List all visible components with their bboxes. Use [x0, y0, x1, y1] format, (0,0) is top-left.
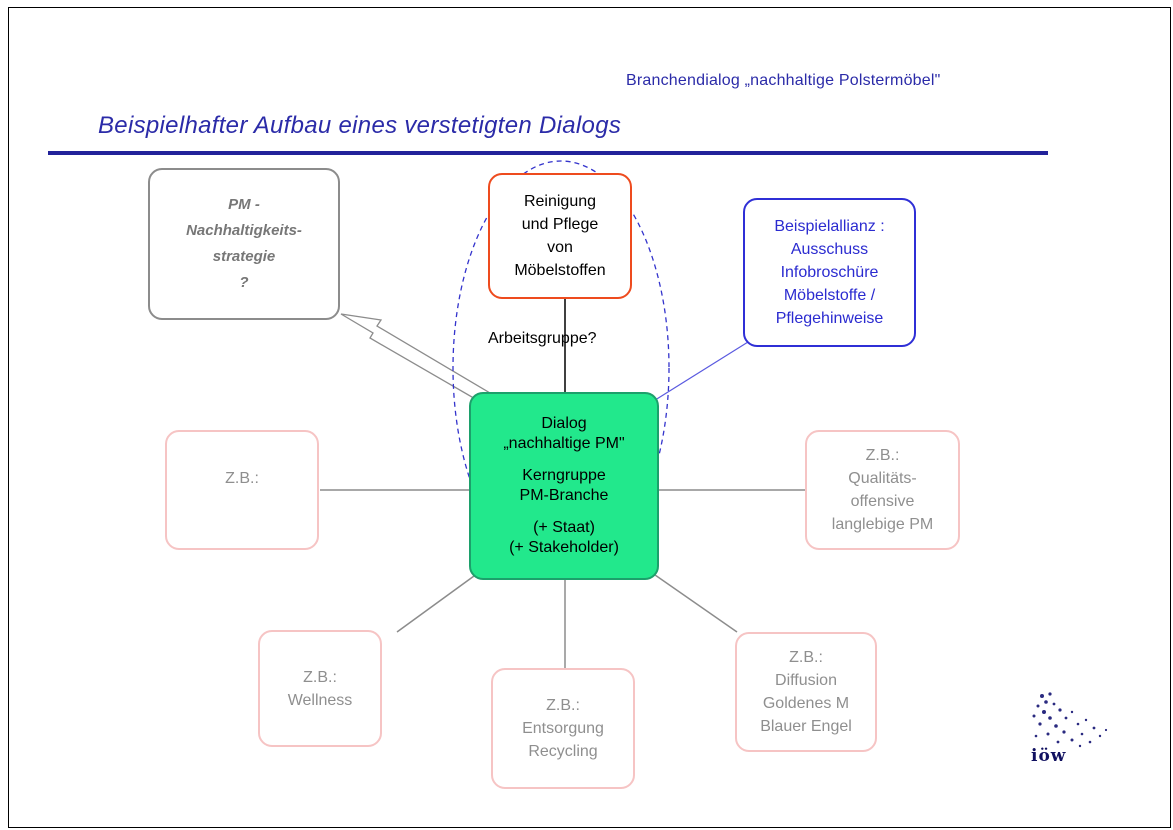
- center-line-4: PM-Branche: [519, 487, 609, 504]
- reinigung-line-3: von: [547, 239, 573, 256]
- connector-upper-right: [651, 341, 749, 403]
- reinigung-line-2: und Pflege: [521, 216, 599, 233]
- diffusion-line-3: Goldenes M: [762, 695, 850, 712]
- wellness-line-1: Z.B.:: [303, 668, 337, 686]
- center-line-3: Kerngruppe: [522, 467, 606, 484]
- strategy-line-4: ?: [239, 274, 249, 291]
- quali-line-1: Z.B.:: [865, 447, 900, 464]
- slide-subtitle: Branchendialog „nachhaltige Polstermöbel…: [626, 72, 941, 89]
- entsorgung-line-3: Recycling: [528, 743, 598, 760]
- beispiel-line-5: Pflegehinweise: [775, 310, 884, 327]
- title-rule: [48, 151, 1048, 155]
- entsorgung-box: Z.B.: Entsorgung Recycling: [491, 668, 635, 789]
- strategy-line-3: strategie: [212, 248, 276, 265]
- entsorgung-line-2: Entsorgung: [522, 720, 604, 737]
- ioew-logo-text: iöw: [1031, 746, 1067, 766]
- center-line-1: Dialog: [541, 415, 587, 432]
- connector-lower-right: [644, 567, 738, 633]
- beispielallianz-box: Beispielallianz : Ausschuss Infobroschür…: [743, 198, 916, 347]
- reinigung-line-4: Möbelstoffen: [514, 262, 606, 279]
- center-line-6: (+ Stakeholder): [509, 539, 619, 556]
- hollow-arrow: [340, 313, 491, 405]
- quali-line-4: langlebige PM: [831, 516, 934, 533]
- quali-line-3: offensive: [850, 493, 915, 510]
- quali-line-2: Qualitäts-: [848, 470, 917, 487]
- wellness-box: Z.B.: Wellness: [258, 630, 382, 747]
- beispiel-line-3: Infobroschüre: [780, 264, 879, 281]
- slide-title: Beispielhafter Aufbau eines verstetigten…: [98, 112, 622, 139]
- qualitaetsoffensive-box: Z.B.: Qualitäts- offensive langlebige PM: [805, 430, 960, 550]
- arbeitsgruppe-label: Arbeitsgruppe?: [488, 330, 597, 347]
- beispiel-line-1: Beispielallianz :: [774, 218, 885, 235]
- beispiel-line-2: Ausschuss: [790, 241, 869, 258]
- entsorgung-line-1: Z.B.:: [546, 697, 580, 714]
- diffusion-line-2: Diffusion: [775, 672, 837, 689]
- reinigung-box: Reinigung und Pflege von Möbelstoffen: [488, 173, 632, 299]
- zb-left-line-1: Z.B.:: [225, 470, 259, 487]
- reinigung-line-1: Reinigung: [523, 193, 597, 210]
- slide-frame: [8, 7, 1171, 828]
- center-line-2: „nachhaltige PM": [503, 435, 625, 452]
- connector-lower-left: [396, 567, 486, 633]
- strategy-line-1: PM -: [228, 196, 260, 213]
- diffusion-box: Z.B.: Diffusion Goldenes M Blauer Engel: [735, 632, 877, 752]
- ioew-logo-icon: [1032, 692, 1108, 748]
- strategy-box: PM - Nachhaltigkeits- strategie ?: [148, 168, 340, 320]
- strategy-line-2: Nachhaltigkeits-: [186, 222, 302, 239]
- zb-left-box: Z.B.:: [165, 430, 319, 550]
- beispiel-line-4: Möbelstoffe /: [783, 287, 876, 304]
- diffusion-line-4: Blauer Engel: [760, 718, 852, 735]
- diffusion-line-1: Z.B.:: [789, 649, 823, 666]
- wellness-line-2: Wellness: [287, 691, 353, 709]
- center-line-5: (+ Staat): [533, 519, 595, 536]
- center-dialog-box: Dialog „nachhaltige PM" Kerngruppe PM-Br…: [469, 392, 659, 580]
